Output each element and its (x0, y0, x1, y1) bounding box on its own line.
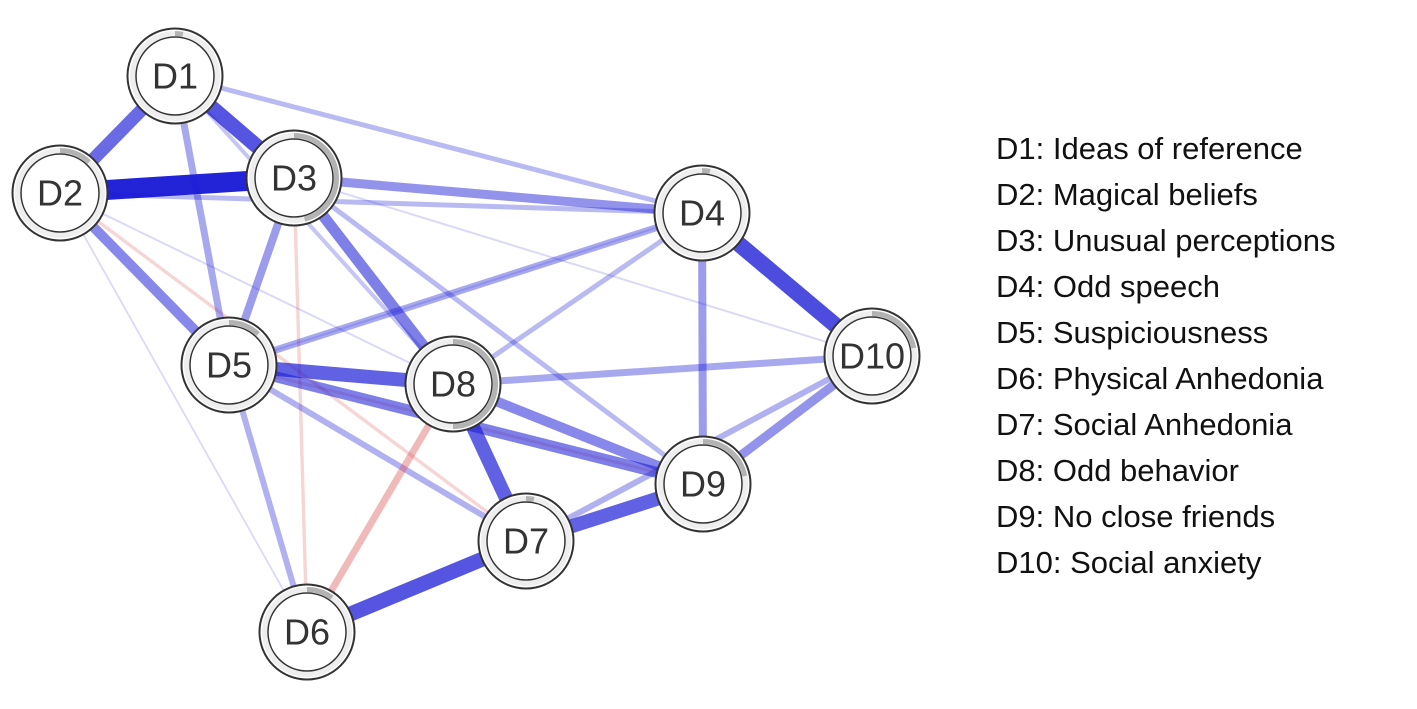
node-d1: D1 (126, 27, 224, 125)
node-label: D9 (680, 464, 726, 505)
pie-arc (871, 311, 917, 349)
legend-item-d5: D5: Suspiciousness (996, 315, 1269, 350)
legend-item-d7: D7: Social Anhedonia (996, 407, 1293, 442)
edge-d3-d6 (292, 177, 309, 633)
node-inner-circle (267, 592, 347, 672)
pie-arc (59, 148, 91, 164)
node-inner-circle (662, 173, 742, 253)
pie-arc (525, 495, 535, 502)
node-inner-circle (486, 501, 566, 581)
legend-item-d2: D2: Magical beliefs (996, 177, 1258, 212)
edge-d2-d8 (59, 192, 454, 385)
node-d4: D4 (653, 164, 751, 262)
legend-item-d9: D9: No close friends (996, 499, 1276, 534)
pie-arc (701, 167, 711, 174)
node-label: D7 (503, 521, 549, 562)
node-d2: D2 (11, 144, 109, 242)
legend-item-d1: D1: Ideas of reference (996, 131, 1303, 166)
pie-arc (293, 133, 339, 222)
node-label: D2 (37, 173, 83, 214)
pie-arc (702, 439, 748, 477)
node-d3: D3 (245, 129, 343, 227)
pie-arc (452, 339, 498, 429)
node-inner-circle (663, 444, 743, 524)
pie-arc (174, 30, 184, 37)
node-label: D5 (206, 345, 252, 386)
node-label: D8 (430, 364, 476, 405)
legend-item-d8: D8: Odd behavior (996, 453, 1239, 488)
node-label: D10 (839, 336, 905, 377)
edge-d5-d4 (227, 209, 704, 369)
node-inner-circle (189, 325, 269, 405)
pie-arc (306, 587, 334, 600)
edge-d2-d4 (59, 190, 703, 216)
node-inner-circle (135, 36, 215, 116)
legend-item-d6: D6: Physical Anhedonia (996, 361, 1324, 396)
node-label: D3 (271, 158, 317, 199)
node-inner-circle (20, 153, 100, 233)
node-label: D1 (152, 56, 198, 97)
node-inner-circle (254, 138, 334, 218)
node-label: D6 (284, 612, 330, 653)
node-d10: D10 (823, 307, 921, 405)
edge-d5-d7 (227, 362, 528, 544)
edge-d1-d4 (174, 73, 703, 216)
legend-item-d4: D4: Odd speech (996, 269, 1221, 304)
edge-d3-d4 (293, 173, 703, 218)
legend: D1: Ideas of reference D2: Magical belie… (996, 126, 1335, 586)
node-d9: D9 (654, 435, 752, 533)
legend-item-d3: D3: Unusual perceptions (996, 223, 1336, 258)
edge-d8-d10 (452, 352, 873, 388)
edge-d8-d4 (451, 210, 704, 387)
edge-d1-d5 (171, 75, 233, 366)
node-label: D4 (679, 193, 725, 234)
edge-d2-d6 (59, 192, 308, 633)
legend-item-d10: D10: Social anxiety (996, 545, 1262, 580)
node-inner-circle (832, 316, 912, 396)
pie-arc (228, 320, 260, 336)
node-d8: D8 (404, 335, 502, 433)
edge-d3-d10 (293, 177, 873, 357)
node-d7: D7 (477, 492, 575, 590)
node-inner-circle (413, 344, 493, 424)
edge-d3-d9 (292, 175, 705, 487)
edge-d4-d5 (228, 212, 703, 366)
node-d5: D5 (180, 316, 278, 414)
node-d6: D6 (258, 583, 356, 681)
